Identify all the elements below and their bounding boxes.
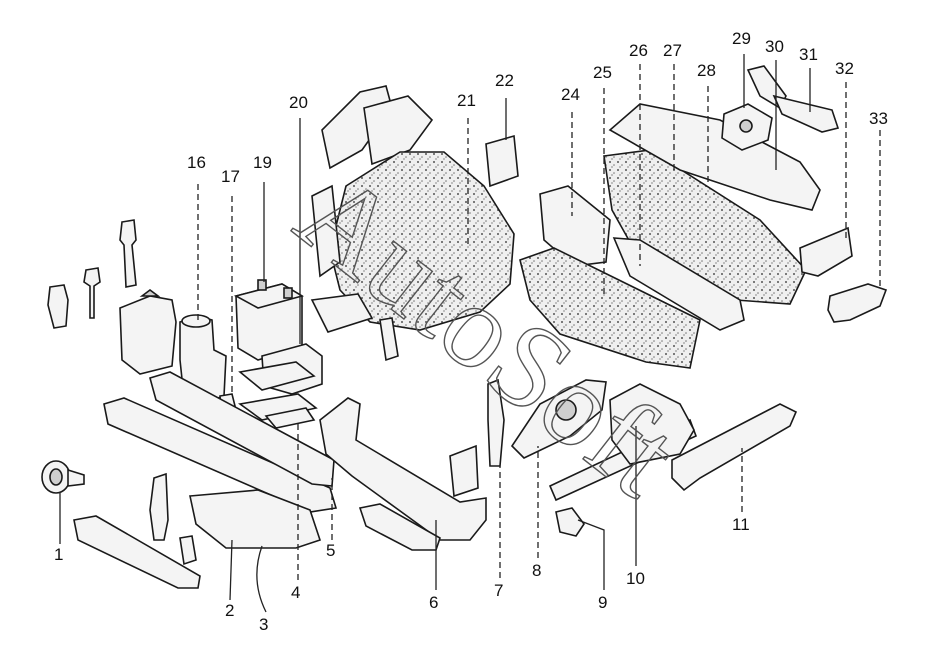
part-21-apron [310,85,515,362]
callout-29: 29 [732,29,751,48]
callout-11: 11 [732,515,750,534]
callout-8: 8 [532,561,541,580]
part-3-5-radiator-support [103,371,338,566]
callout-labels: 1 2 3 4 5 6 7 8 9 10 11 16 17 19 20 21 2… [54,29,888,634]
part-24-25-dash-lower [519,185,701,369]
callout-31: 31 [799,45,818,64]
part-2-lower-panel [73,515,201,589]
callout-9: 9 [598,593,607,612]
part-16-washer-tank [179,314,227,403]
part-1-horn [41,460,85,494]
part-small-fasteners [47,219,137,329]
callout-30: 30 [765,37,784,56]
part-8-wheelhouse [510,379,607,459]
part-33-bracket [827,283,888,323]
callout-25: 25 [593,63,612,82]
part-11-rail [671,403,798,492]
part-10-inner-apron [609,383,695,465]
leader-lines [59,54,881,613]
callout-27: 27 [663,41,682,60]
part-22-plate [485,134,519,188]
callout-5: 5 [326,541,335,560]
callout-21: 21 [457,91,476,110]
callout-32: 32 [835,59,854,78]
callout-20: 20 [289,93,308,112]
callout-2: 2 [225,601,234,620]
callout-1: 1 [54,545,63,564]
part-7-brackets [449,378,505,498]
callout-16: 16 [187,153,206,172]
callout-33: 33 [869,109,888,128]
callout-19: 19 [253,153,272,172]
part-reservoir [119,289,177,375]
callout-7: 7 [494,581,503,600]
part-6-crossmember [319,397,487,551]
callout-6: 6 [429,593,438,612]
part-29-bracket [721,103,773,151]
parts-layer [41,65,888,589]
callout-28: 28 [697,61,716,80]
callout-10: 10 [626,569,645,588]
part-20-battery-tray [237,343,323,429]
part-26-28-dash-upper [603,103,821,331]
part-32-plate [799,226,853,277]
callout-26: 26 [629,41,648,60]
callout-24: 24 [561,85,580,104]
callout-17: 17 [221,167,240,186]
callout-4: 4 [291,583,300,602]
callout-22: 22 [495,71,514,90]
callout-3: 3 [259,615,268,634]
